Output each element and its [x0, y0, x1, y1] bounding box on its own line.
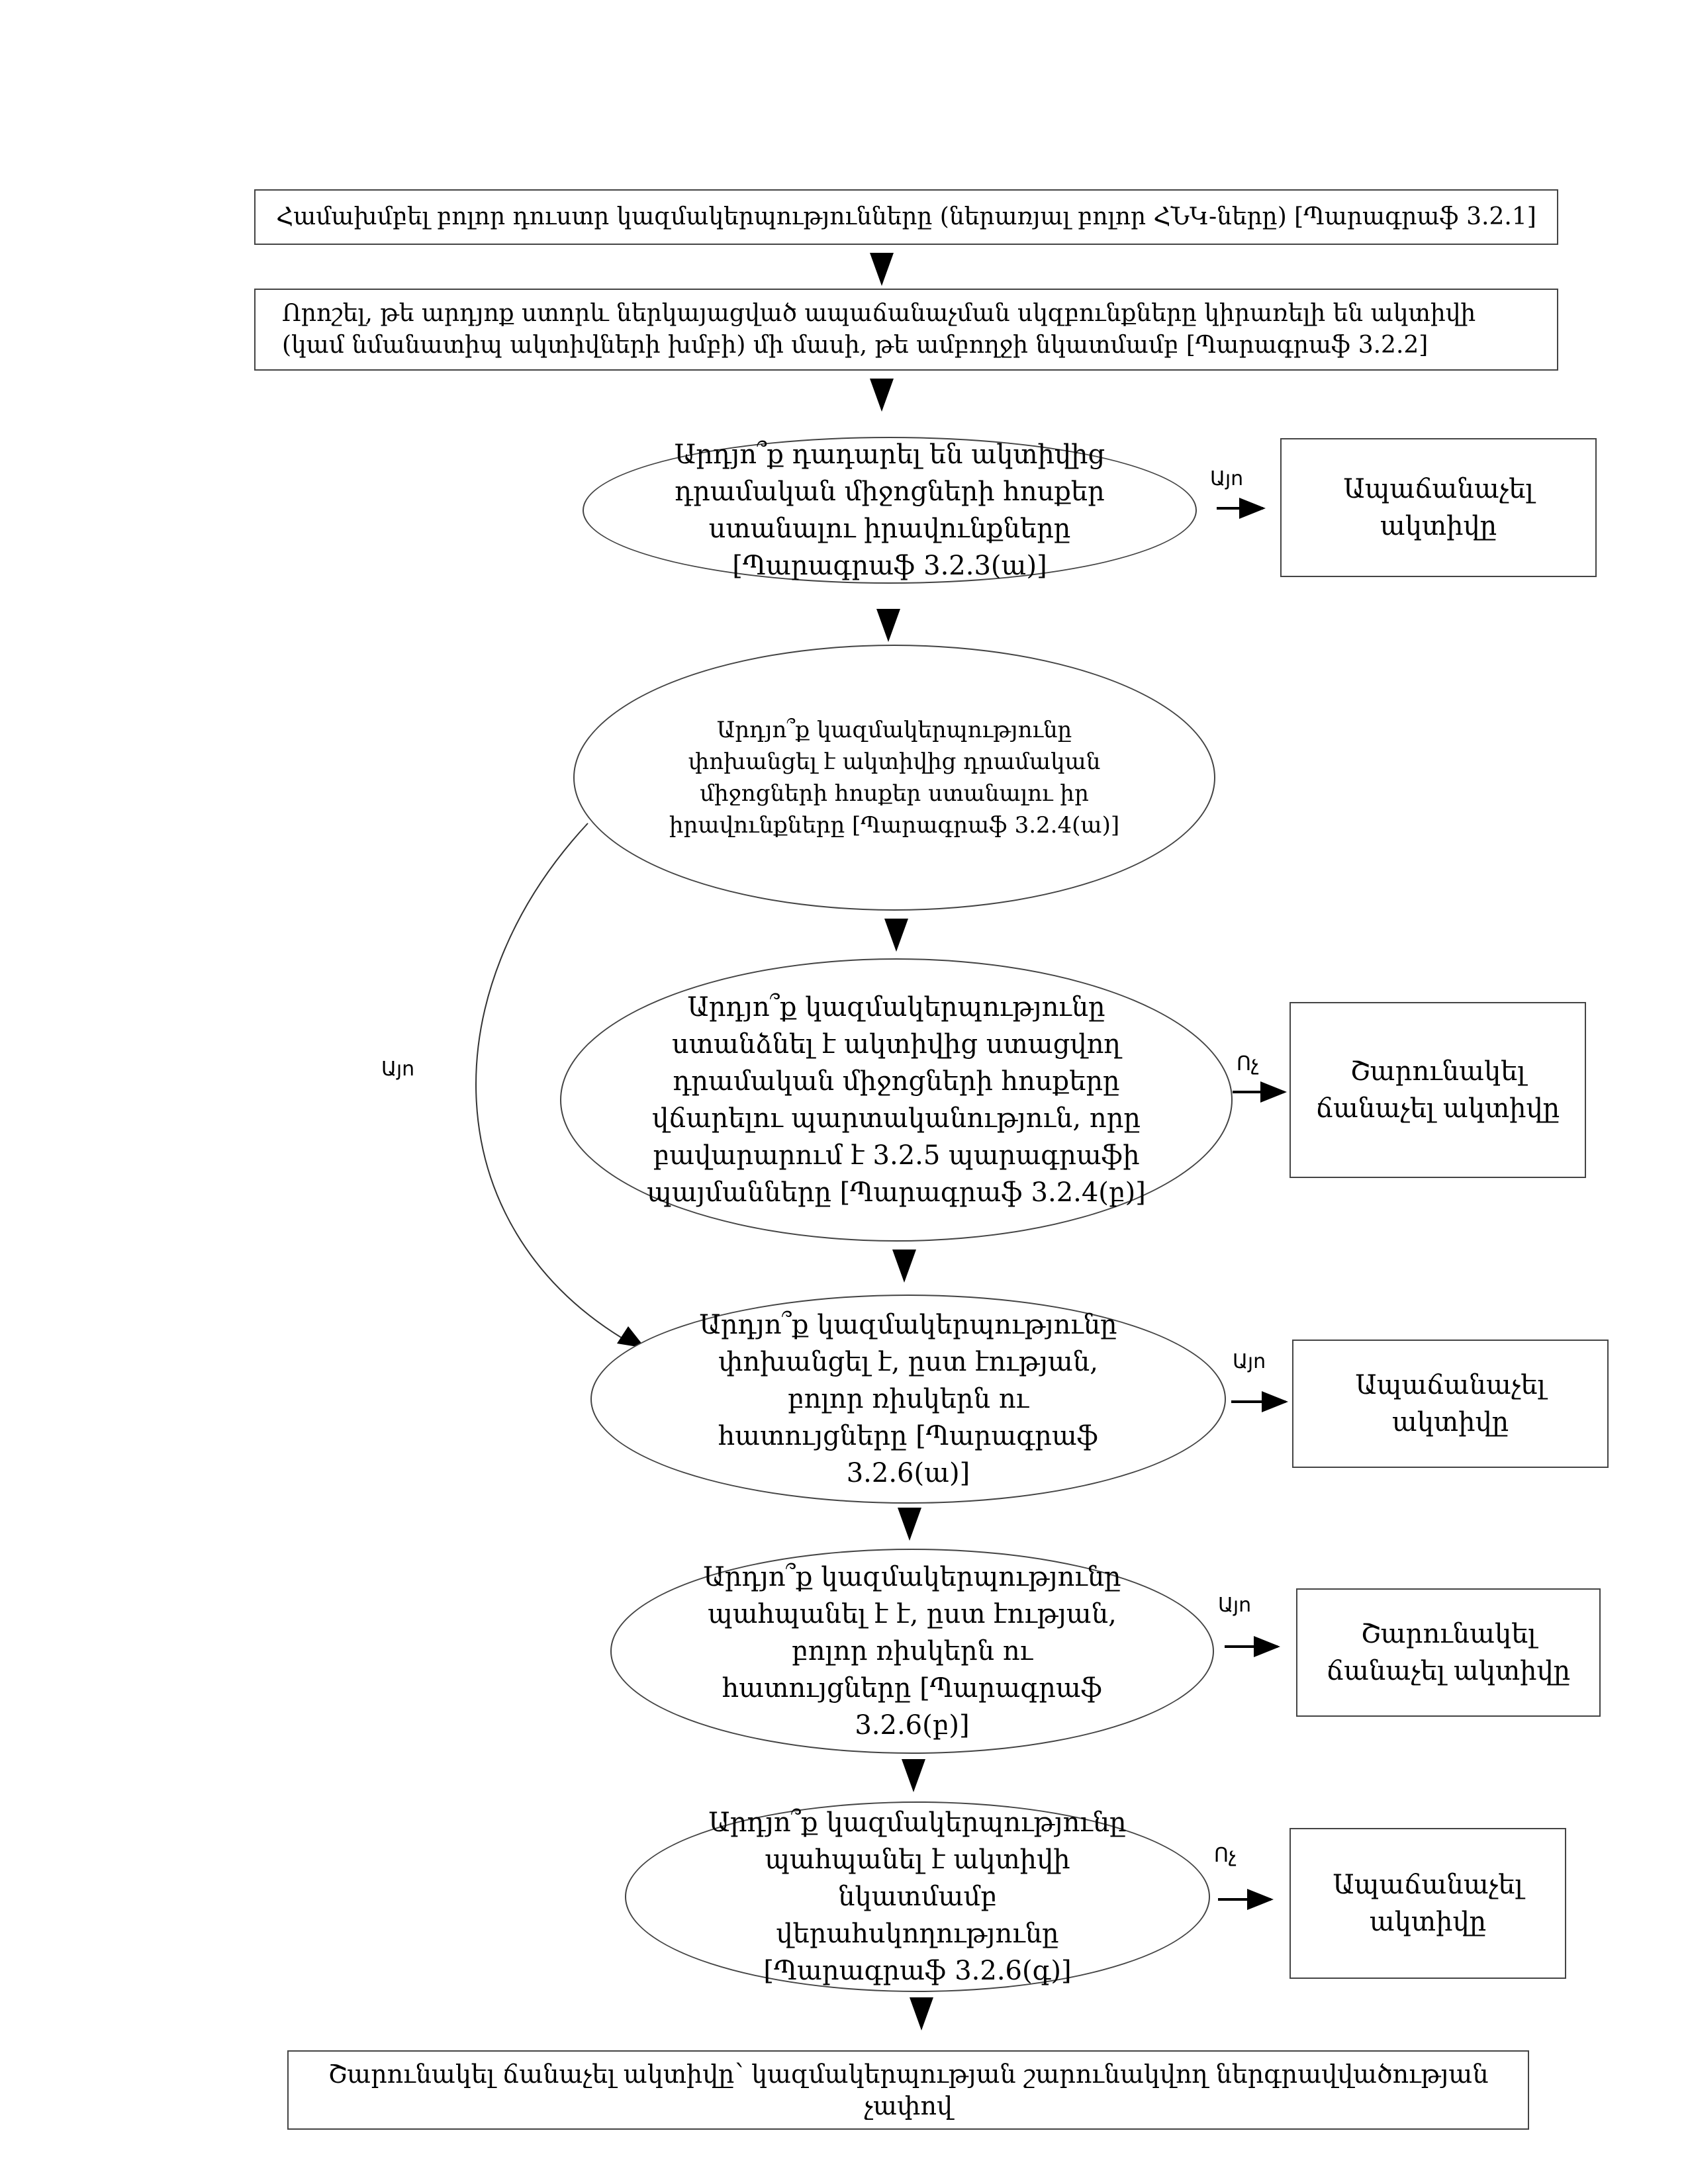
arrow-down-3	[876, 609, 900, 642]
decision-risks-retained: Արդյո՞ք կազմակերպությունը պահպանել է է, …	[610, 1549, 1214, 1754]
arrow-down-2	[870, 379, 894, 412]
arrow-down-5	[892, 1250, 916, 1283]
step-determine-box: Որոշել, թե արդյոք ստորև ներկայացված ապաճ…	[254, 289, 1558, 371]
outcome-continue-2: Շարունակել ճանաչել ակտիվը	[1296, 1588, 1601, 1717]
outcome-continue-1: Շարունակել ճանաչել ակտիվը	[1289, 1002, 1586, 1178]
curve-q2-to-q4	[475, 823, 623, 1339]
decision-risks-retained-text: Արդյո՞ք կազմակերպությունը պահպանել է է, …	[703, 1562, 1121, 1741]
step-consolidate-text: Համախմբել բոլոր դուստր կազմակերպությունն…	[276, 203, 1536, 230]
arrow-down-6	[898, 1508, 921, 1541]
outcome-continue-2-text: Շարունակել ճանաչել ակտիվը	[1326, 1619, 1571, 1686]
step-determine-text: Որոշել, թե արդյոք ստորև ներկայացված ապաճ…	[282, 300, 1476, 359]
outcome-derecognize-3: Ապաճանաչել ակտիվը	[1289, 1828, 1566, 1979]
arrow-down-8	[910, 1997, 933, 2030]
outcome-continue-1-text: Շարունակել ճանաչել ակտիվը	[1315, 1056, 1560, 1124]
decision-rights-transferred: Արդյո՞ք կազմակերպությունը փոխանցել է ակտ…	[573, 645, 1215, 911]
decision-rights-expired: Արդյո՞ք դադարել են ակտիվից դրամական միջո…	[583, 437, 1197, 584]
decision-risks-transferred: Արդյո՞ք կազմակերպությունը փոխանցել է, ըս…	[590, 1295, 1226, 1504]
decision-risks-transferred-text: Արդյո՞ք կազմակերպությունը փոխանցել է, ըս…	[699, 1310, 1117, 1488]
label-q2-yes: Այո	[381, 1058, 415, 1081]
arrow-head-curve	[617, 1326, 645, 1348]
final-continue-box: Շարունակել ճանաչել ակտիվը՝ կազմակերպությ…	[287, 2050, 1529, 2130]
label-q1-yes: Այո	[1210, 467, 1244, 490]
arrow-down-4	[884, 919, 908, 952]
outcome-derecognize-2: Ապաճանաչել ակտիվը	[1292, 1340, 1609, 1468]
step-consolidate-box: Համախմբել բոլոր դուստր կազմակերպությունն…	[254, 189, 1558, 245]
decision-rights-transferred-text: Արդյո՞ք կազմակերպությունը փոխանցել է ակտ…	[669, 717, 1120, 839]
outcome-derecognize-1: Ապաճանաչել ակտիվը	[1280, 438, 1597, 577]
decision-rights-expired-text: Արդյո՞ք դադարել են ակտիվից դրամական միջո…	[674, 439, 1105, 581]
label-q5-yes: Այո	[1218, 1594, 1252, 1617]
decision-pass-through-text: Արդյո՞ք կազմակերպությունը ստանձնել է ակտ…	[647, 992, 1146, 1208]
label-q3-no: Ոչ	[1237, 1052, 1260, 1075]
outcome-derecognize-2-text: Ապաճանաչել ակտիվը	[1355, 1370, 1546, 1437]
outcome-derecognize-1-text: Ապաճանաչել ակտիվը	[1343, 474, 1534, 541]
decision-pass-through: Արդյո՞ք կազմակերպությունը ստանձնել է ակտ…	[560, 958, 1233, 1242]
arrow-down-7	[902, 1759, 925, 1792]
label-q4-yes: Այո	[1233, 1350, 1266, 1373]
label-q6-no: Ոչ	[1214, 1844, 1237, 1867]
final-continue-text: Շարունակել ճանաչել ակտիվը՝ կազմակերպությ…	[328, 2060, 1489, 2120]
outcome-derecognize-3-text: Ապաճանաչել ակտիվը	[1333, 1870, 1523, 1937]
decision-control-retained: Արդյո՞ք կազմակերպությունը պահպանել է ակտ…	[625, 1801, 1210, 1992]
arrow-down-1	[870, 253, 894, 286]
decision-control-retained-text: Արդյո՞ք կազմակերպությունը պահպանել է ակտ…	[708, 1807, 1127, 1986]
